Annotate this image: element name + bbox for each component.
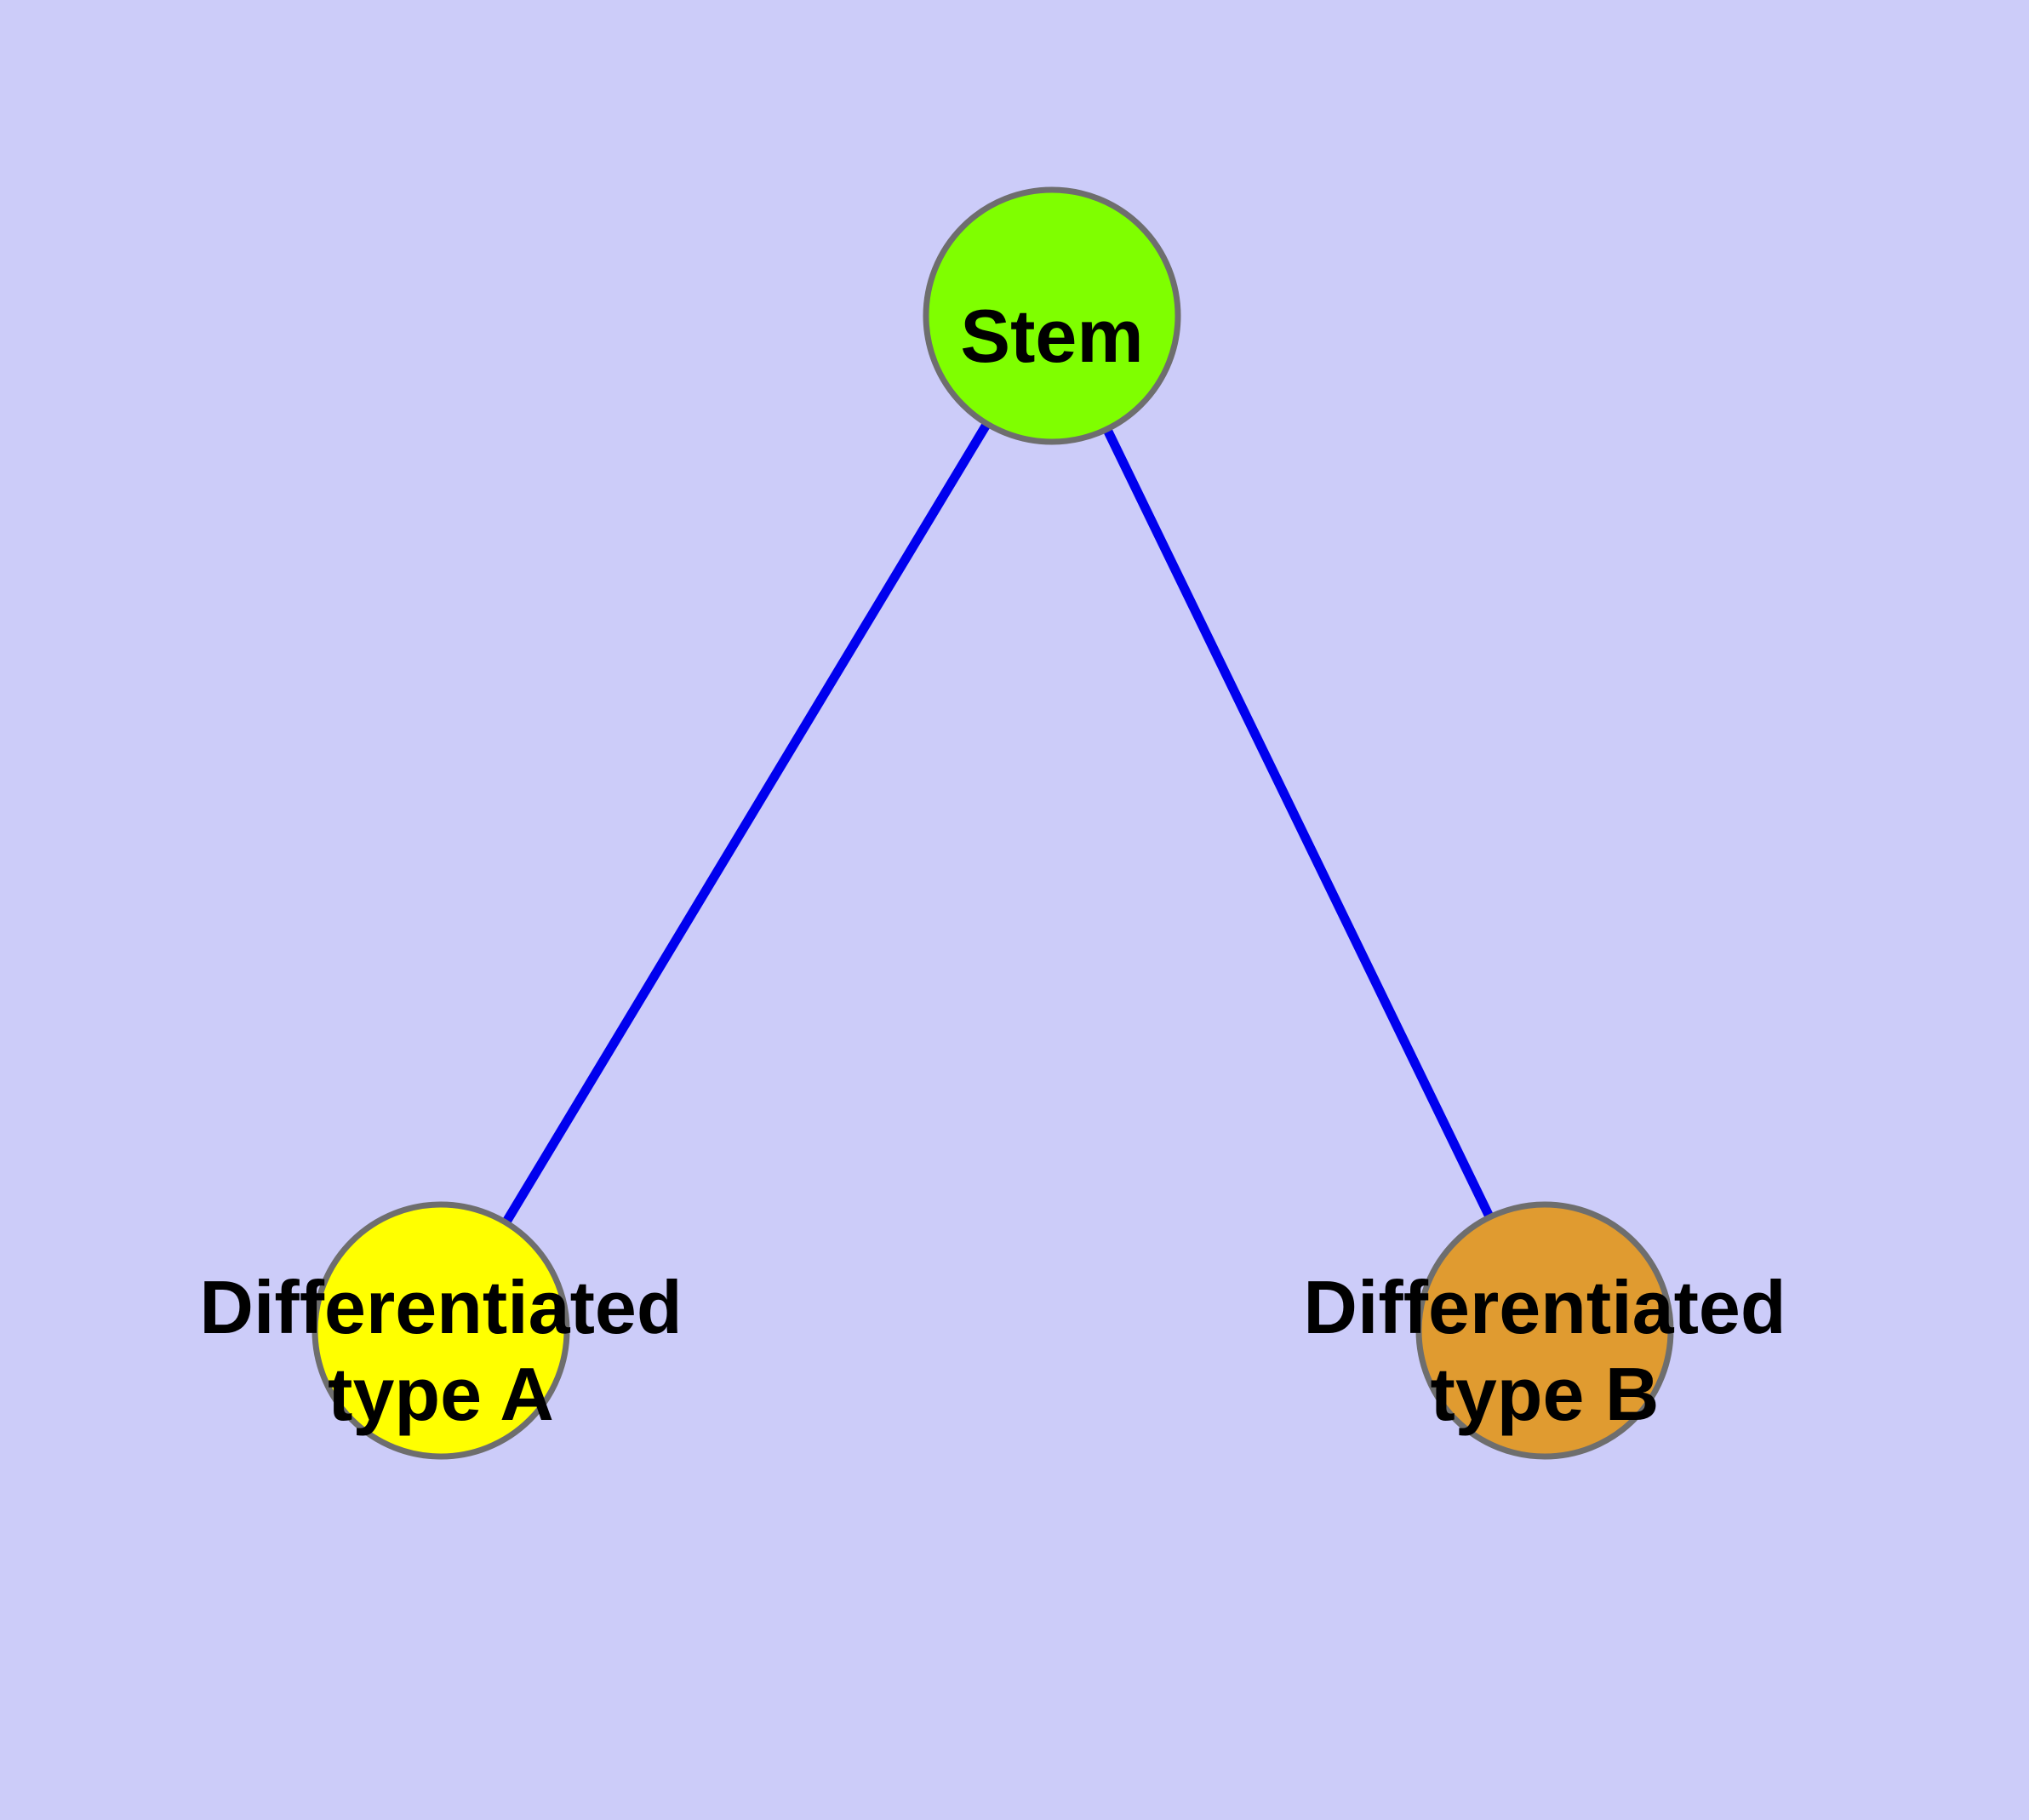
node-stem-circle[interactable] bbox=[923, 186, 1181, 445]
edge-stem-to-diff-a[interactable] bbox=[437, 313, 1056, 1333]
node-layer bbox=[311, 186, 1674, 1460]
edge-layer bbox=[437, 313, 1549, 1333]
node-label-line: type A bbox=[328, 1352, 554, 1436]
node-label-line: Stem bbox=[960, 294, 1143, 378]
node-label-line: Differentiated bbox=[1303, 1265, 1786, 1349]
node-label-line: type B bbox=[1431, 1352, 1660, 1436]
node-diff-b[interactable] bbox=[1415, 1201, 1674, 1460]
node-stem[interactable] bbox=[923, 186, 1181, 445]
node-diff-a-circle[interactable] bbox=[311, 1201, 570, 1460]
node-stem-label: Stem bbox=[960, 294, 1143, 378]
node-diff-a[interactable] bbox=[311, 1201, 570, 1460]
node-diff-b-circle[interactable] bbox=[1415, 1201, 1674, 1460]
edge-stem-to-diff-b[interactable] bbox=[1048, 313, 1549, 1333]
node-label-line: Differentiated bbox=[199, 1265, 682, 1349]
